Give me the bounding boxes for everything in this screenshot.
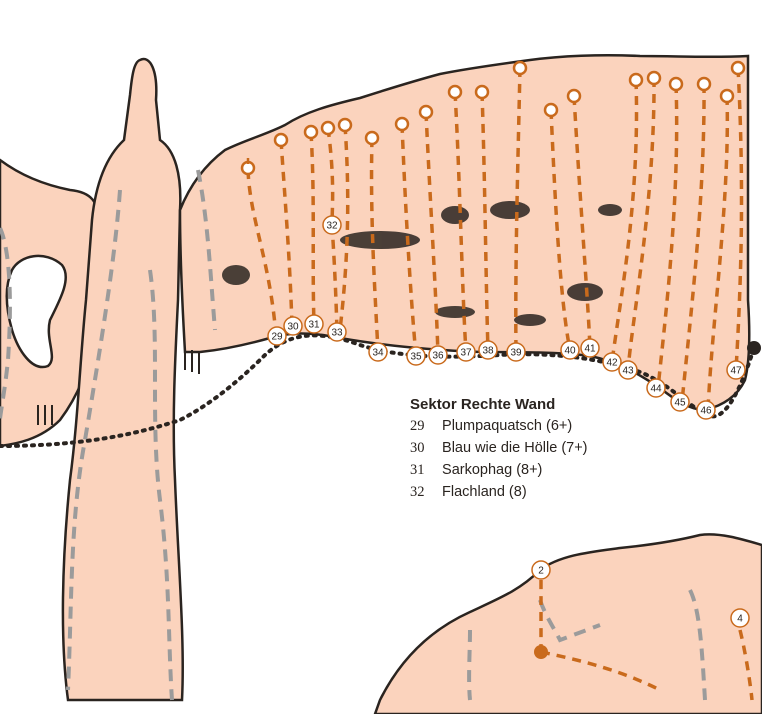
anchor-icon	[322, 122, 334, 134]
route-label: 40	[561, 341, 579, 359]
route-name: Plumpaquatsch (6+)	[442, 418, 572, 434]
route-label-text: 31	[308, 320, 320, 331]
route-label-text: 34	[372, 348, 384, 359]
route-label: 36	[429, 346, 447, 364]
anchor-icon	[568, 90, 580, 102]
anchor-icon	[449, 86, 461, 98]
route-label-text: 46	[700, 406, 712, 417]
route-name: Flachland (8)	[442, 484, 527, 500]
rock-tower	[63, 59, 183, 700]
belay-point-icon	[534, 645, 548, 659]
route-label-text: 32	[326, 221, 338, 232]
route-label: 45	[671, 393, 689, 411]
route-label: 42	[603, 353, 621, 371]
anchor-icon	[648, 72, 660, 84]
route-name: Blau wie die Hölle (7+)	[442, 440, 587, 456]
route-label-text: 29	[271, 332, 283, 343]
route-label: 32	[323, 216, 341, 234]
route-label-text: 45	[674, 398, 686, 409]
route-label-text: 41	[584, 344, 596, 355]
legend-row: 30 Blau wie die Hölle (7+)	[410, 437, 588, 459]
route-label: 34	[369, 343, 387, 361]
route-label-text: 38	[482, 346, 494, 357]
anchor-icon	[275, 134, 287, 146]
route-label: 43	[619, 361, 637, 379]
route-label-text: 44	[650, 384, 662, 395]
route-label: 37	[457, 343, 475, 361]
anchor-icon	[305, 126, 317, 138]
anchor-icon	[514, 62, 526, 74]
anchor-icon	[396, 118, 408, 130]
route-label: 39	[507, 343, 525, 361]
route-label: 46	[697, 401, 715, 419]
route-name: Sarkophag (8+)	[442, 462, 542, 478]
route-label: 47	[727, 361, 745, 379]
route-number: 30	[410, 437, 438, 459]
route-label-text: 42	[606, 358, 618, 369]
route-label: 38	[479, 341, 497, 359]
anchor-icon	[339, 119, 351, 131]
anchor-icon	[732, 62, 744, 74]
anchor-icon	[476, 86, 488, 98]
lower-right-rock	[375, 534, 762, 714]
route-label-text: 47	[730, 366, 742, 377]
route-label: 2	[532, 561, 550, 579]
route-number: 31	[410, 459, 438, 481]
route-label: 29	[268, 327, 286, 345]
route-label: 30	[284, 317, 302, 335]
anchor-icon	[721, 90, 733, 102]
anchor-icon	[366, 132, 378, 144]
route-label-text: 40	[564, 346, 576, 357]
anchor-icon	[420, 106, 432, 118]
anchor-icon	[698, 78, 710, 90]
route-label-text: 4	[737, 614, 743, 625]
route-label: 35	[407, 347, 425, 365]
route-label: 33	[328, 323, 346, 341]
trail-end-marker	[747, 341, 761, 355]
route-number: 32	[410, 481, 438, 503]
anchor-icon	[670, 78, 682, 90]
route-label-text: 39	[510, 348, 522, 359]
route-label: 41	[581, 339, 599, 357]
route-label-text: 36	[432, 351, 444, 362]
anchor-icon	[545, 104, 557, 116]
route-label-text: 30	[287, 322, 299, 333]
route-label: 44	[647, 379, 665, 397]
legend-row: 32 Flachland (8)	[410, 481, 588, 503]
anchor-icon	[630, 74, 642, 86]
legend-row: 29 Plumpaquatsch (6+)	[410, 415, 588, 437]
route-label-text: 33	[331, 328, 343, 339]
route-label: 31	[305, 315, 323, 333]
route-label-text: 35	[410, 352, 422, 363]
route-legend: Sektor Rechte Wand 29 Plumpaquatsch (6+)…	[410, 396, 588, 503]
route-label: 4	[731, 609, 749, 627]
route-label-text: 37	[460, 348, 472, 359]
route-label-text: 2	[538, 566, 544, 577]
legend-title: Sektor Rechte Wand	[410, 396, 588, 413]
legend-row: 31 Sarkophag (8+)	[410, 459, 588, 481]
route-number: 29	[410, 415, 438, 437]
route-label-text: 43	[622, 366, 634, 377]
